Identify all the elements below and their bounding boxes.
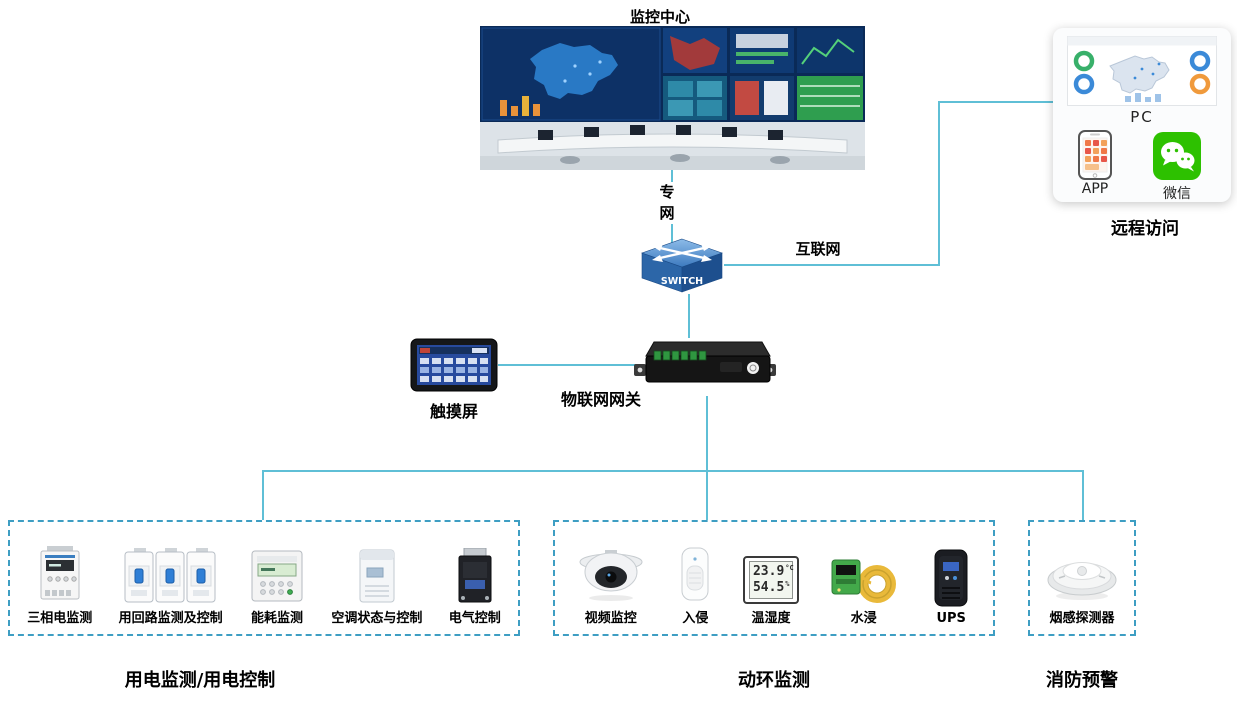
device-label: 水浸 bbox=[850, 611, 877, 626]
connector-switch-to-gateway bbox=[688, 294, 690, 338]
ups-icon bbox=[928, 546, 974, 608]
connector-drop-left bbox=[262, 472, 264, 520]
contactor-icon bbox=[450, 542, 500, 604]
pir-sensor-icon bbox=[677, 542, 713, 604]
device-intrusion-sensor: 入侵 bbox=[677, 542, 713, 626]
pc-label: PC bbox=[1130, 108, 1154, 126]
device-electrical-control: 电气控制 bbox=[449, 542, 501, 626]
app-label: APP bbox=[1081, 181, 1109, 197]
gateway-label: 物联网网关 bbox=[560, 390, 641, 409]
device-three-phase-meter: 三相电监测 bbox=[27, 542, 92, 626]
device-ac-controller: 空调状态与控制 bbox=[331, 542, 422, 626]
smoke-detector-icon bbox=[1043, 542, 1121, 604]
circuit-breakers-icon bbox=[124, 542, 218, 604]
remote-access-card: PC APP bbox=[1053, 28, 1231, 202]
connector-internet-vertical bbox=[938, 101, 940, 266]
device-label: 能耗监测 bbox=[250, 611, 303, 626]
control-room-photo bbox=[480, 26, 865, 170]
temp-unit: °C bbox=[785, 564, 794, 572]
app-phone-icon bbox=[1077, 130, 1113, 184]
group-title-environment: 动环监测 bbox=[738, 670, 810, 691]
device-label: 视频监控 bbox=[584, 611, 637, 626]
wechat-label: 微信 bbox=[1163, 186, 1191, 202]
connector-touchscreen-to-gateway bbox=[498, 364, 636, 366]
wechat-icon bbox=[1153, 132, 1201, 184]
monitoring-center-label: 监控中心 bbox=[629, 8, 690, 26]
touchscreen-device bbox=[410, 338, 498, 392]
remote-access-title: 远程访问 bbox=[1111, 219, 1179, 239]
device-ups: UPS bbox=[928, 546, 974, 626]
temp-humidity-icon: 23.9°C 54.5% bbox=[742, 542, 799, 604]
device-label: 温湿度 bbox=[751, 611, 791, 626]
device-label: 用回路监测及控制 bbox=[118, 611, 223, 626]
connector-gateway-down bbox=[706, 396, 708, 472]
internet-label: 互联网 bbox=[795, 240, 841, 258]
group-box-power: 三相电监测 bbox=[8, 520, 520, 636]
device-temp-humidity: 23.9°C 54.5% 温湿度 bbox=[742, 542, 799, 626]
group-title-power: 用电监测/用电控制 bbox=[124, 670, 276, 691]
connector-drop-right bbox=[1082, 472, 1084, 520]
device-label: 烟感探测器 bbox=[1049, 611, 1115, 626]
energy-meter-icon bbox=[249, 542, 305, 604]
ac-controller-icon bbox=[355, 542, 399, 604]
network-switch: SWITCH bbox=[638, 236, 726, 296]
three-phase-meter-icon bbox=[31, 542, 89, 604]
device-circuit-breakers: 用回路监测及控制 bbox=[119, 542, 223, 626]
water-leak-sensor-icon bbox=[829, 542, 899, 604]
device-camera: 视频监控 bbox=[574, 542, 648, 626]
device-energy-meter: 能耗监测 bbox=[249, 542, 305, 626]
iot-gateway-device bbox=[634, 330, 776, 396]
dome-camera-icon bbox=[574, 542, 648, 604]
humidity-value: 54.5 bbox=[752, 580, 785, 595]
connector-internet-to-remote bbox=[938, 101, 1055, 103]
touchscreen-label: 触摸屏 bbox=[429, 402, 478, 421]
pc-dashboard-thumbnail bbox=[1067, 36, 1217, 110]
humidity-unit: % bbox=[785, 580, 790, 588]
temp-value: 23.9 bbox=[752, 564, 785, 579]
device-water-leak: 水浸 bbox=[829, 542, 899, 626]
switch-label: SWITCH bbox=[661, 276, 703, 287]
device-label: 空调状态与控制 bbox=[331, 611, 423, 626]
connector-switch-to-internet-h bbox=[724, 264, 940, 266]
device-smoke-detector: 烟感探测器 bbox=[1043, 542, 1121, 626]
device-label: 三相电监测 bbox=[27, 611, 93, 626]
group-box-fire: 烟感探测器 bbox=[1028, 520, 1136, 636]
device-label: 入侵 bbox=[682, 611, 709, 626]
group-title-fire: 消防预警 bbox=[1046, 670, 1118, 691]
device-label: 电气控制 bbox=[448, 611, 501, 626]
connector-bus-horizontal bbox=[262, 470, 1084, 472]
group-box-environment: 视频监控 入侵 23.9°C 54.5% bbox=[553, 520, 995, 636]
device-label: UPS bbox=[936, 611, 966, 626]
private-network-label: 专网 bbox=[657, 182, 677, 224]
connector-drop-middle bbox=[706, 472, 708, 520]
